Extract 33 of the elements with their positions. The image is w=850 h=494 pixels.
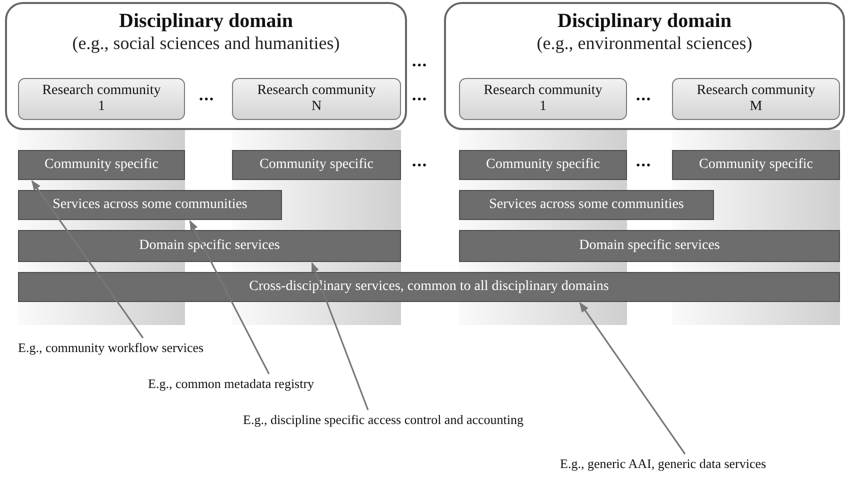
- ellipsis-dots: •••: [636, 158, 652, 173]
- leader-arrow: [189, 220, 270, 374]
- domain-subtitle: (e.g., social sciences and humanities): [71, 33, 341, 54]
- domain-title: Disciplinary domain: [556, 10, 732, 33]
- service-bar: Domain specific services: [459, 230, 840, 262]
- service-bar: Community specific: [459, 150, 627, 180]
- example-note: E.g., common metadata registry: [148, 376, 368, 396]
- service-bar: Community specific: [18, 150, 185, 180]
- service-bar: Domain specific services: [18, 230, 401, 262]
- community-box: Research community M: [672, 78, 840, 120]
- leader-arrow: [31, 180, 144, 338]
- ellipsis-dots: •••: [199, 92, 215, 107]
- service-bar: Community specific: [232, 150, 401, 180]
- leader-arrow: [311, 262, 369, 410]
- domain-box: [444, 2, 845, 130]
- service-bar: Cross-disciplinary services, common to all disciplinary domains: [18, 272, 840, 302]
- community-box: Research community N: [232, 78, 401, 120]
- community-box: Research community 1: [18, 78, 185, 120]
- ellipsis-dots: •••: [412, 92, 428, 107]
- community-box: Research community 1: [459, 78, 627, 120]
- leader-arrow: [579, 302, 686, 454]
- example-note: E.g., community workflow services: [18, 340, 248, 360]
- ellipsis-dots: •••: [636, 92, 652, 107]
- example-note: E.g., discipline specific access control and accounting: [243, 412, 603, 432]
- service-bar: Services across some communities: [459, 190, 714, 220]
- domain-subtitle: (e.g., environmental sciences): [536, 33, 754, 54]
- service-bar: Services across some communities: [18, 190, 282, 220]
- example-note: E.g., generic AAI, generic data services: [560, 456, 830, 476]
- domain-box: [5, 2, 407, 130]
- service-bar: Community specific: [672, 150, 840, 180]
- ellipsis-dots: •••: [412, 58, 428, 73]
- domain-title: Disciplinary domain: [118, 10, 294, 33]
- ellipsis-dots: •••: [412, 158, 428, 173]
